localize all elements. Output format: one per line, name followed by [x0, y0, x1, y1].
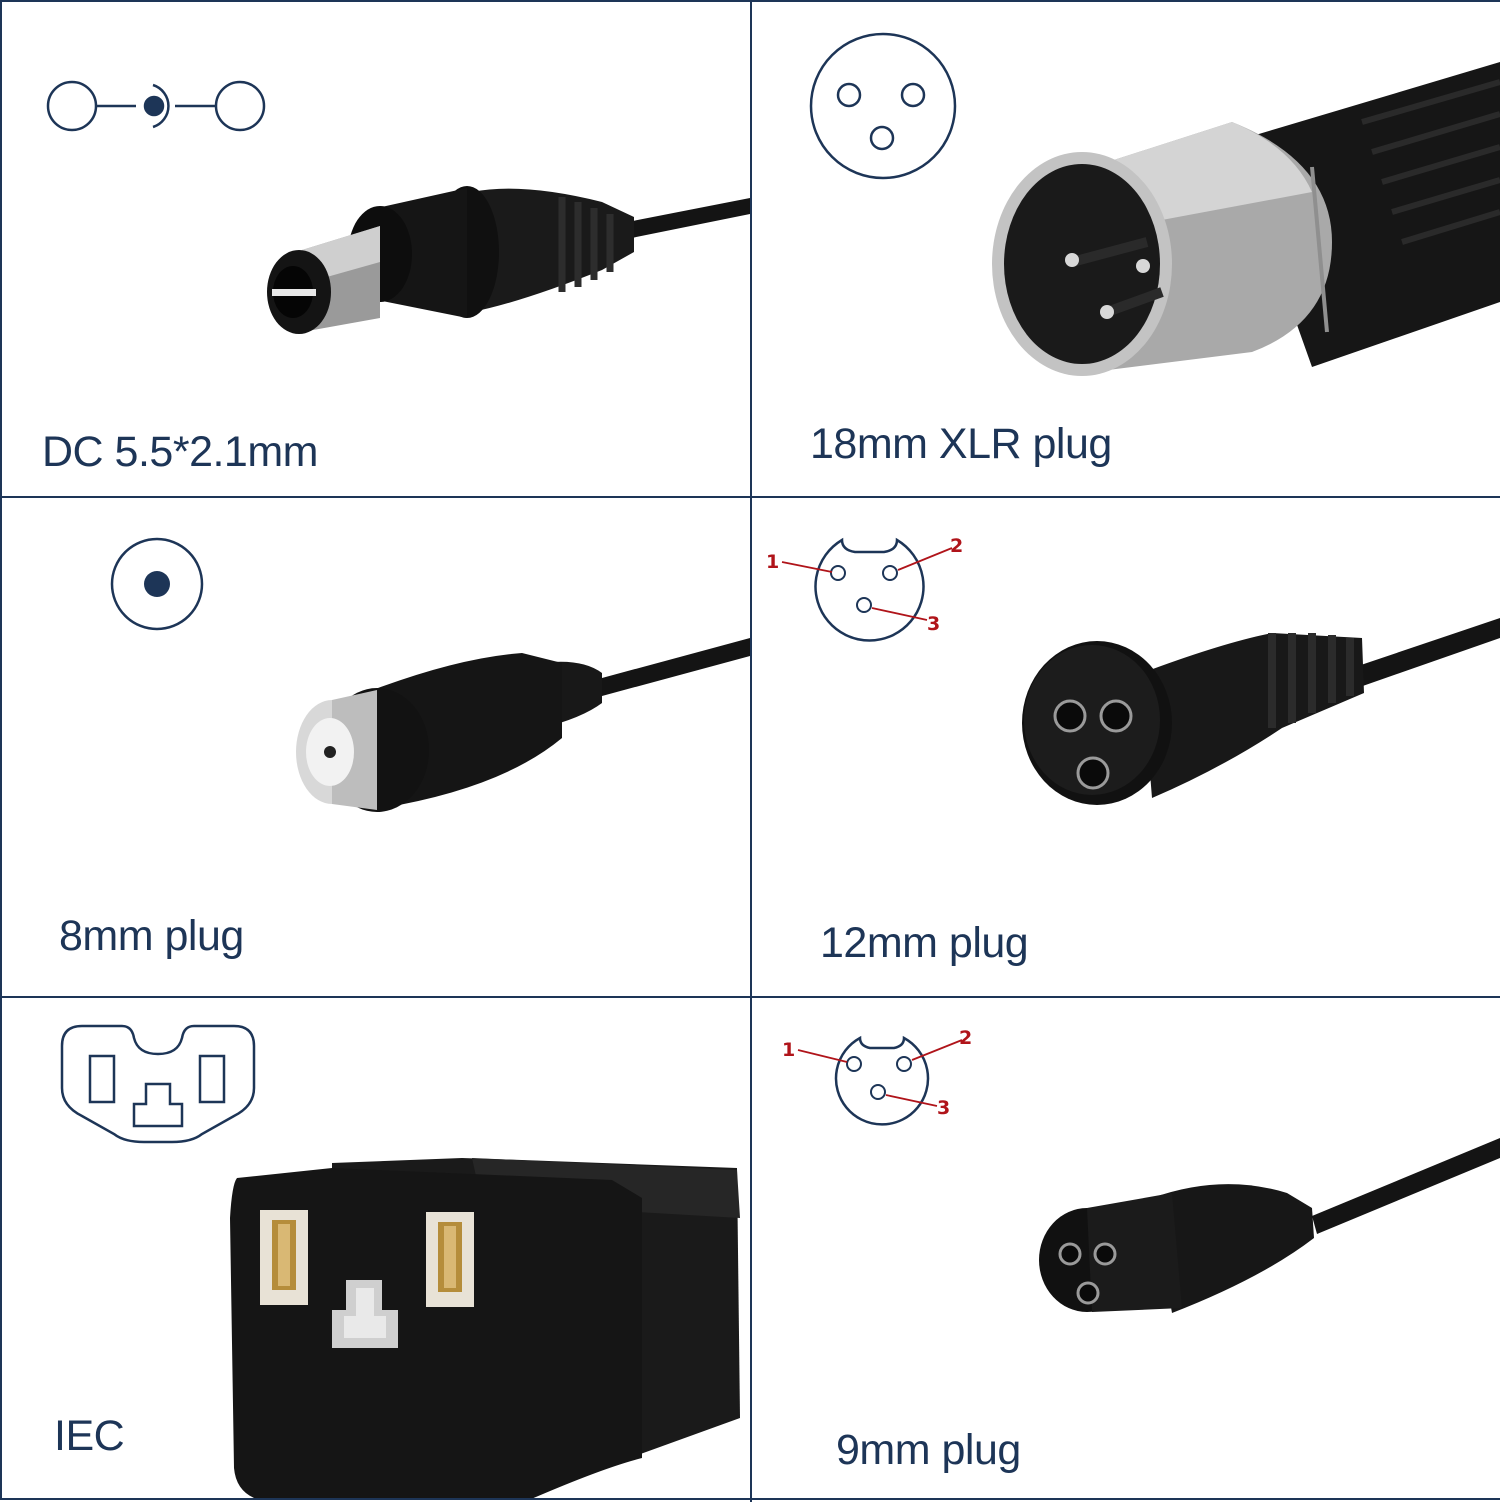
12mm-plug-label: 12mm plug [820, 919, 1029, 967]
panel-18mm-xlr-plug: 18mm XLR plug [752, 2, 1500, 498]
pin-1-label: 1 [766, 551, 779, 573]
pin-3-label: 3 [927, 613, 940, 635]
pin-2-label: 2 [959, 1027, 972, 1049]
dc-barrel-symbol-icon [46, 80, 266, 132]
single-pin-symbol-icon [110, 537, 204, 631]
pin-1-label: 1 [782, 1039, 795, 1061]
8mm-plug-illustration [110, 537, 750, 812]
panel-dc-5-5-2-1mm: DC 5.5*2.1mm [2, 2, 750, 498]
dc-plug-illustration [46, 80, 750, 334]
panel-8mm-plug: 8mm plug [2, 498, 750, 998]
panel-9mm-plug: 1 2 3 9mm plug [752, 998, 1500, 1498]
pin-2-label: 2 [950, 535, 963, 557]
iec-socket-symbol-icon [60, 1024, 256, 1144]
dc-plug-photo [267, 186, 750, 334]
8mm-plug-label: 8mm plug [59, 912, 244, 960]
18mm-xlr-plug-label: 18mm XLR plug [810, 420, 1112, 468]
vertical-divider [750, 2, 752, 1502]
12mm-plug-illustration: 1 2 3 [766, 535, 1500, 805]
iec-illustration [60, 1024, 740, 1498]
8mm-plug-photo [296, 638, 750, 812]
panel-iec: IEC [2, 998, 750, 1498]
dc-5-5-2-1mm-label: DC 5.5*2.1mm [42, 428, 318, 476]
xlr-plug-photo [992, 62, 1500, 376]
xlr-plug-illustration [809, 32, 1500, 376]
xlr-3-pin-symbol-icon [809, 32, 957, 180]
iec-connector-photo [230, 1158, 740, 1498]
12mm-plug-photo [1022, 618, 1500, 805]
three-pin-numbered-symbol-icon: 1 2 3 [782, 1027, 972, 1126]
9mm-plug-label: 9mm plug [836, 1426, 1021, 1474]
9mm-plug-illustration: 1 2 3 [782, 1027, 1500, 1313]
9mm-plug-photo [1039, 1138, 1500, 1313]
pin-3-label: 3 [937, 1097, 950, 1119]
iec-label: IEC [54, 1412, 125, 1460]
panel-12mm-plug: 1 2 3 12mm plug [752, 498, 1500, 998]
three-pin-numbered-symbol-icon: 1 2 3 [766, 535, 963, 642]
